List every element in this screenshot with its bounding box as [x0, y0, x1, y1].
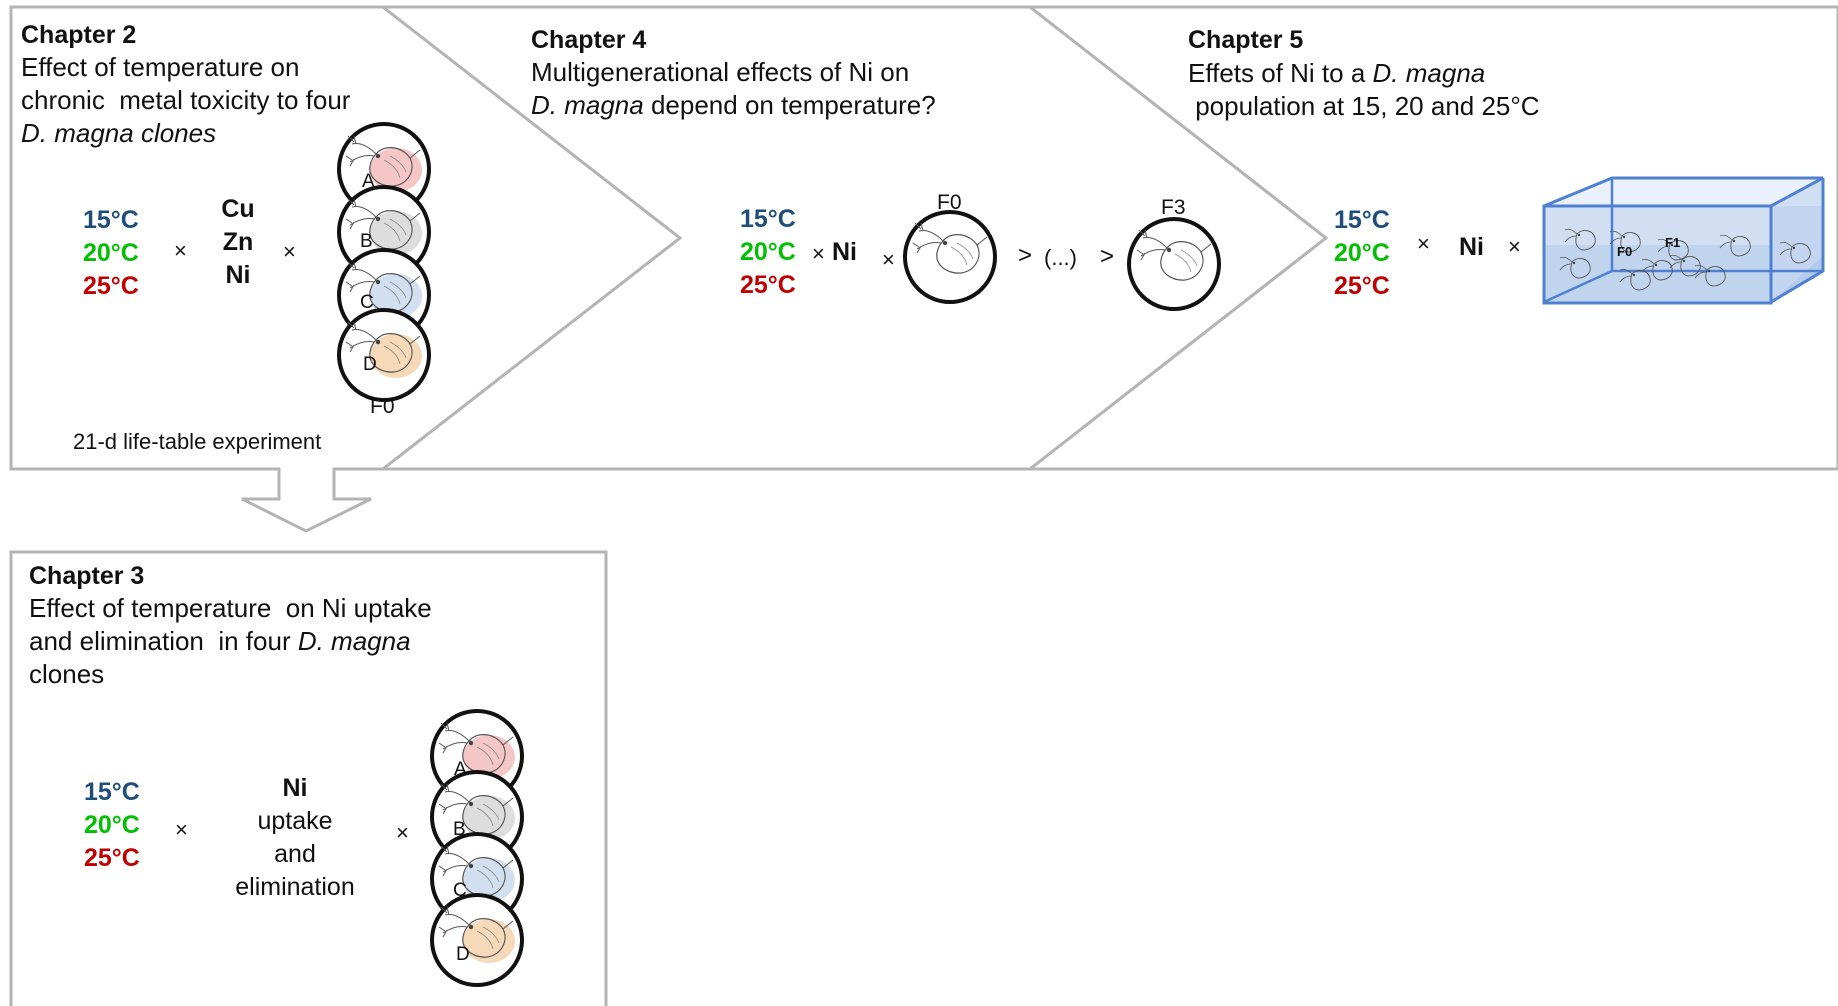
clone-label-c: C [453, 880, 467, 901]
arrow-glyph: > [1100, 243, 1115, 270]
species-name: D. magna [531, 90, 644, 120]
chapter2-line-1: Effect of temperature on [21, 52, 300, 82]
metal-ni: Ni [225, 261, 251, 289]
chapter4-metal: Ni [832, 238, 857, 266]
chapter5-line-1-text: Effets of Ni to a [1188, 58, 1373, 88]
metal-cu: Cu [221, 195, 255, 223]
aquarium-tank-icon [1542, 176, 1825, 305]
chapter5-heading: Chapter 5 [1188, 26, 1304, 54]
chapter4-temperatures: 15°C 20°C 25°C [740, 203, 796, 302]
clone-label-c: C [360, 292, 374, 313]
temp-20: 20°C [83, 239, 139, 267]
chapter4-heading: Chapter 4 [531, 26, 647, 54]
clone-label-b: B [453, 819, 466, 840]
clone-d-icon [337, 308, 431, 402]
clone-label-a: A [454, 759, 467, 780]
clone-label-a: A [362, 171, 375, 192]
chapter3-clones [430, 709, 524, 987]
temp-20: 20°C [84, 811, 140, 839]
chapter5-description: Effets of Ni to a D. magna population at… [1188, 57, 1788, 123]
chapter2-description: Effect of temperature on chronic metal t… [21, 51, 441, 150]
chapter5-metal: Ni [1459, 233, 1484, 261]
temp-15: 15°C [1334, 206, 1390, 234]
clone-label-d: D [456, 944, 470, 965]
chapter2-caption: 21-d life-table experiment [73, 429, 322, 454]
chapter5-panel [1025, 5, 1838, 471]
clone-d-icon [430, 893, 524, 987]
process-elimination: elimination [235, 873, 355, 901]
ellipsis-label: (...) [1044, 245, 1077, 270]
temp-25: 25°C [84, 844, 140, 872]
chapter2-heading: Chapter 2 [21, 21, 137, 49]
times-sign: × [175, 817, 188, 842]
chapter2-line-3: D. magna clones [21, 118, 217, 148]
chapter5-temperatures: 15°C 20°C 25°C [1334, 204, 1390, 303]
temp-20: 20°C [1334, 239, 1390, 267]
chapter3-temperatures: 15°C 20°C 25°C [84, 776, 140, 875]
chapter4-line-2: D. magna depend on temperature? [531, 89, 1091, 122]
temp-25: 25°C [1334, 272, 1390, 300]
chapter2-temperatures: 15°C 20°C 25°C [83, 204, 139, 303]
f0-generation-icon [903, 210, 997, 304]
process-uptake: uptake [257, 807, 333, 835]
species-name: D. magna [297, 626, 411, 656]
f3-label: F3 [1161, 196, 1186, 219]
chapter4-line-2-rest: depend on temperature? [643, 90, 936, 120]
temp-25: 25°C [83, 272, 139, 300]
chapter5-line-2: population at 15, 20 and 25°C [1188, 91, 1540, 121]
f3-generation-icon [1127, 217, 1221, 311]
chapter3-heading: Chapter 3 [29, 562, 145, 590]
times-sign: × [812, 241, 825, 266]
times-sign: × [174, 238, 187, 263]
clone-label-d: D [363, 354, 377, 375]
temp-25: 25°C [740, 271, 796, 299]
temp-15: 15°C [740, 205, 796, 233]
arrow-glyph: > [1018, 242, 1033, 269]
chapter3-line-2: and elimination in four D. magna [29, 625, 589, 658]
chapter3-description: Effect of temperature on Ni uptake and e… [29, 592, 589, 691]
temp-15: 15°C [83, 206, 139, 234]
metal-zn: Zn [222, 228, 254, 256]
times-sign: × [283, 239, 296, 264]
times-sign: × [396, 820, 409, 845]
chapter2-line-2: chronic metal toxicity to four [21, 85, 351, 115]
times-sign: × [1417, 231, 1430, 256]
process-and: and [274, 840, 316, 868]
chapter3-line-3: clones [29, 659, 105, 689]
tank-label-f1: F1 [1665, 235, 1681, 250]
chapter4-description: Multigenerational effects of Ni on D. ma… [531, 56, 1091, 122]
f0-label: F0 [937, 191, 962, 214]
species-name: D. magna [1372, 58, 1486, 88]
chapter4-line-1: Multigenerational effects of Ni on [531, 57, 910, 87]
clone-label-b: B [360, 231, 373, 252]
temp-15: 15°C [84, 778, 140, 806]
temp-20: 20°C [740, 238, 796, 266]
chapter3-line-1: Effect of temperature on Ni uptake [29, 593, 432, 623]
tank-label-f0: F0 [1617, 244, 1633, 259]
chapter2-generation: F0 [370, 395, 395, 418]
chapter5-line-1: Effets of Ni to a D. magna [1188, 57, 1788, 90]
chapter3-line-2-text: and elimination in four [29, 626, 298, 656]
chapter3-process: Ni uptake and elimination [205, 772, 385, 904]
times-sign: × [1508, 234, 1521, 259]
times-sign: × [882, 247, 895, 272]
chapter2-metals: Cu Zn Ni [218, 193, 258, 292]
chapter2-clones [337, 122, 431, 402]
chapter3-metal: Ni [282, 774, 308, 802]
